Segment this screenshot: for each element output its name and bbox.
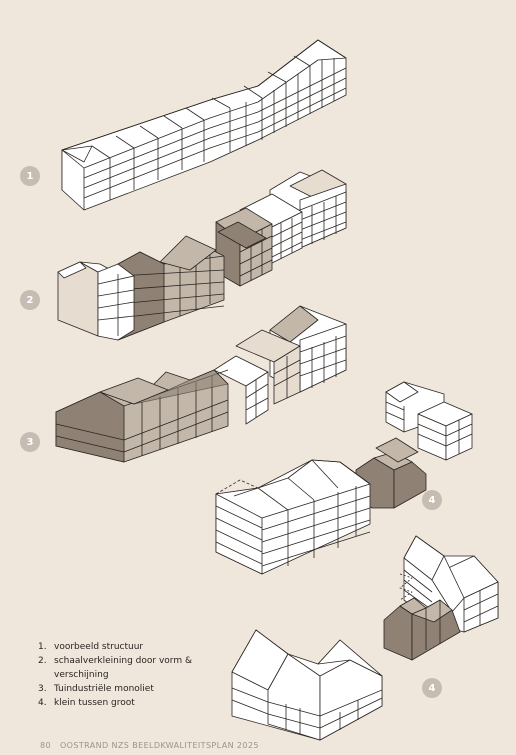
massing-4b-small-between-large <box>231 535 499 741</box>
legend-item: 2.schaalverkleining door vorm & verschij… <box>38 656 192 680</box>
massing-1-structure <box>61 39 347 211</box>
badge-2: 2 <box>20 290 40 310</box>
massing-2-scale-reduction <box>57 169 347 341</box>
legend-item: 4.klein tussen groot <box>38 698 135 708</box>
legend: 1.voorbeeld structuur 2.schaalverkleinin… <box>38 640 238 710</box>
badge-1: 1 <box>20 166 40 186</box>
badge-4b: 4 <box>422 678 442 698</box>
document-title: OOSTRAND NZS BEELDKWALITEITSPLAN 2025 <box>59 741 259 750</box>
badge-4a: 4 <box>422 490 442 510</box>
legend-item: 1.voorbeeld structuur <box>38 642 144 652</box>
badge-3: 3 <box>20 432 40 452</box>
page-number: 80 <box>40 741 51 750</box>
massing-3-monolith <box>55 305 347 463</box>
page-footer: 80 OOSTRAND NZS BEELDKWALITEITSPLAN 2025 <box>40 741 259 750</box>
legend-item: 3.Tuindustriële monoliet <box>38 684 154 694</box>
massing-4a-small-between-large <box>215 381 473 575</box>
